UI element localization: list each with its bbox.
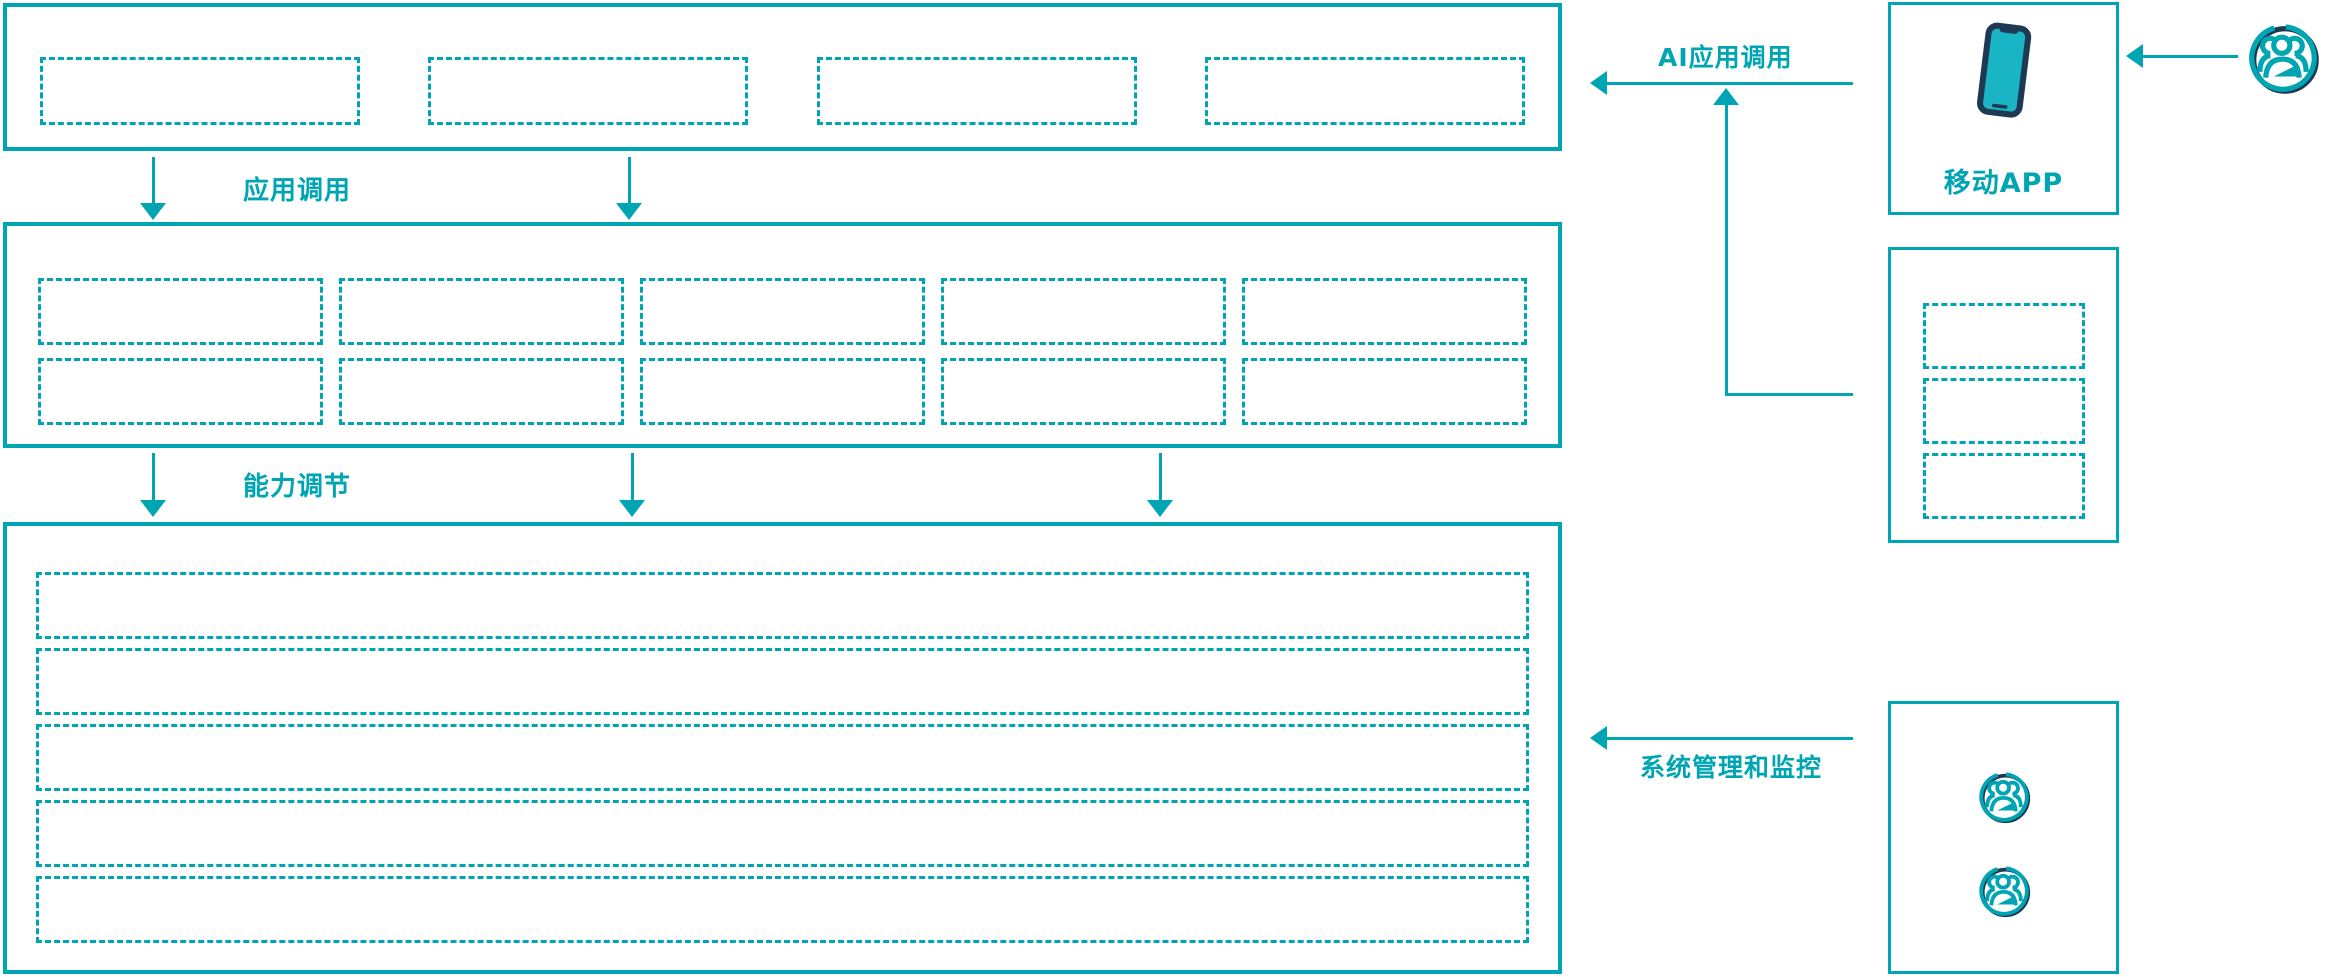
placeholder-box (640, 358, 925, 425)
down-arrow-line (628, 157, 631, 205)
admin-users (1891, 704, 2116, 918)
placeholder-box (339, 278, 624, 345)
placeholder-box (1242, 278, 1527, 345)
admin-panel (1888, 701, 2119, 974)
down-arrow-head (616, 203, 642, 220)
placeholder-box (36, 876, 1529, 943)
down-arrow-head (140, 500, 166, 517)
elbow-connector-horizontal (1725, 393, 1853, 396)
users-group-icon (2246, 21, 2320, 95)
placeholder-box (36, 800, 1529, 867)
app-call-label: 应用调用 (243, 176, 352, 206)
top-layer-placeholders (7, 7, 1558, 125)
placeholder-box (1922, 378, 2085, 444)
placeholder-box (941, 358, 1226, 425)
placeholder-box (1922, 453, 2085, 519)
mobile-app-panel: 移动APP (1888, 2, 2119, 215)
capability-adjust-label: 能力调节 (243, 472, 352, 502)
down-arrow-head (1147, 500, 1173, 517)
elbow-arrow-head (1713, 88, 1739, 105)
placeholder-box (428, 57, 749, 125)
middle-layer-row (7, 358, 1558, 425)
placeholder-box (36, 724, 1529, 791)
user-arrow-line (2140, 55, 2238, 58)
middle-layer-panel (3, 222, 1562, 448)
placeholder-box (40, 57, 360, 125)
channel-panel (1888, 247, 2119, 543)
middle-layer-grid (7, 226, 1558, 425)
bottom-layer-panel (3, 522, 1562, 974)
elbow-connector-vertical (1725, 100, 1728, 396)
placeholder-box (339, 358, 624, 425)
placeholder-box (36, 648, 1529, 715)
middle-layer-row (7, 278, 1558, 345)
ai-arrow-head (1590, 71, 1607, 95)
down-arrow-head (140, 203, 166, 220)
ai-app-call-label: AI应用调用 (1658, 43, 1793, 72)
down-arrow-line (1159, 453, 1162, 500)
down-arrow-line (152, 157, 155, 205)
placeholder-box (1922, 303, 2085, 369)
mobile-app-label: 移动APP (1943, 168, 2064, 199)
placeholder-box (816, 57, 1137, 125)
placeholder-box (640, 278, 925, 345)
system-arrow-line (1602, 737, 1853, 740)
bottom-layer-placeholders (7, 526, 1558, 943)
system-arrow-head (1590, 726, 1607, 750)
user-arrow-head (2126, 44, 2143, 68)
system-management-label: 系统管理和监控 (1640, 753, 1823, 782)
top-layer-panel (3, 3, 1562, 151)
users-group-icon (1977, 864, 2031, 918)
users-group-icon (1977, 770, 2031, 824)
placeholder-box (1204, 57, 1525, 125)
placeholder-box (36, 572, 1529, 639)
placeholder-box (38, 358, 323, 425)
down-arrow-line (631, 453, 634, 500)
smartphone-icon (1976, 22, 2031, 118)
ai-arrow-line (1602, 82, 1853, 85)
placeholder-box (941, 278, 1226, 345)
down-arrow-head (619, 500, 645, 517)
placeholder-box (38, 278, 323, 345)
placeholder-box (1242, 358, 1527, 425)
channel-placeholders (1891, 250, 2116, 519)
down-arrow-line (152, 453, 155, 500)
